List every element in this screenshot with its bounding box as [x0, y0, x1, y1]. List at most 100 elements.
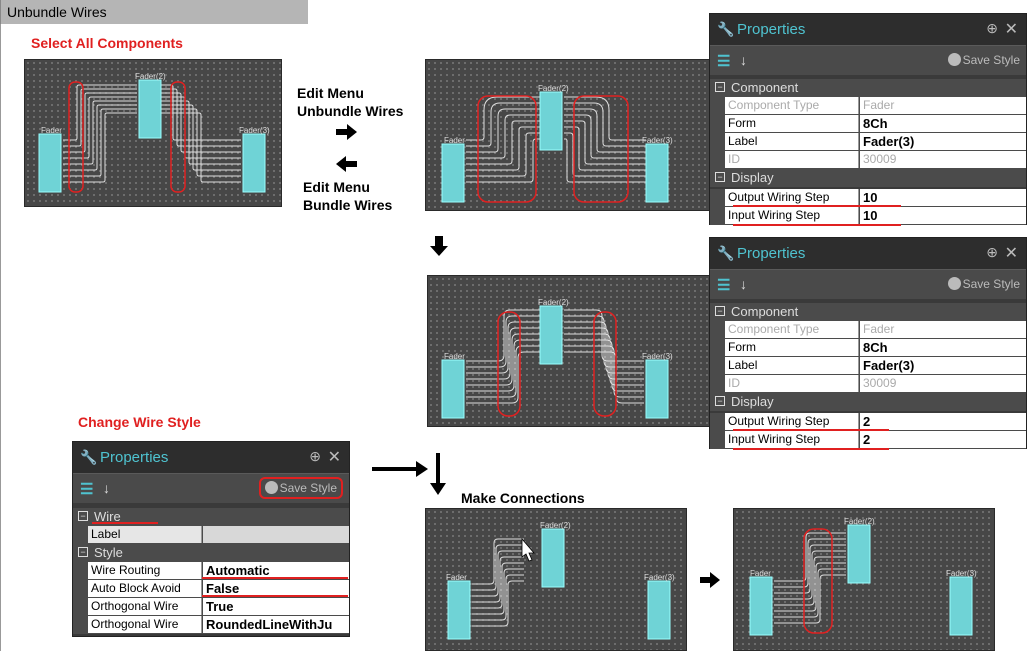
prop-row[interactable]: Label [73, 526, 349, 544]
categorized-icon[interactable]: ☰ [717, 277, 731, 294]
close-icon[interactable]: ✕ [1004, 21, 1018, 38]
user-icon [264, 481, 278, 494]
unbundle-caption: Edit Menu Unbundle Wires [297, 84, 403, 120]
close-icon[interactable]: ✕ [1004, 245, 1018, 262]
fader2-label: Fader(2) [844, 517, 875, 526]
collapse-icon[interactable]: − [715, 82, 725, 92]
right-arrow-icon-2 [700, 572, 720, 588]
bundle-line1: Edit Menu [303, 179, 370, 195]
prop-key: Label [725, 133, 859, 150]
down-arrow-icon [430, 236, 448, 256]
prop-value[interactable]: RoundedLineWithJu [203, 616, 349, 633]
bundle-caption: Edit Menu Bundle Wires [303, 178, 392, 214]
canvas-make-connections-drawing [447, 528, 671, 640]
highlight-underline [202, 577, 348, 579]
save-style-label: Save Style [279, 481, 337, 495]
prop-value[interactable] [203, 526, 349, 543]
panel-toolbar: ☰ ↓ Save Style [710, 45, 1026, 75]
section-display[interactable]: −Display [710, 169, 1026, 187]
unbundle-line2: Unbundle Wires [297, 103, 404, 119]
fader-label: Fader [444, 136, 465, 145]
save-style-button[interactable]: Save Style [947, 277, 1020, 291]
canvas-select-all[interactable]: Fader Fader(2) Fader(3) [24, 59, 282, 207]
section-component[interactable]: −Component [710, 303, 1026, 321]
panel-title: Properties [737, 21, 806, 38]
section-component[interactable]: −Component [710, 79, 1026, 97]
pin-icon[interactable]: ⊕ [309, 448, 321, 464]
canvas-connected[interactable]: Fader Fader(2) Fader(3) [733, 508, 995, 651]
right-arrow-icon [336, 124, 357, 140]
prop-key: Component Type [725, 321, 859, 338]
save-style-button[interactable]: Save Style [258, 477, 343, 499]
pin-icon[interactable]: ⊕ [986, 244, 998, 260]
section-wire[interactable]: −Wire [73, 508, 349, 526]
collapse-icon[interactable]: − [78, 511, 88, 521]
prop-value[interactable]: False [203, 580, 349, 597]
page-title-bar: Unbundle Wires [0, 0, 308, 24]
fader2-label: Fader(2) [538, 298, 569, 307]
section-style[interactable]: −Style [73, 544, 349, 562]
prop-key: Input Wiring Step [725, 431, 859, 448]
prop-value: Fader [860, 97, 1026, 114]
fader-label: Fader [750, 569, 771, 578]
sort-az-icon[interactable]: ↓ [740, 276, 747, 292]
prop-value[interactable]: 8Ch [860, 339, 1026, 356]
section-label: Component [731, 304, 799, 319]
save-style-button[interactable]: Save Style [947, 53, 1020, 67]
categorized-icon[interactable]: ☰ [80, 481, 94, 498]
canvas-unbundled-10[interactable]: Fader Fader(2) Fader(3) [425, 59, 711, 211]
section-label: Display [731, 170, 774, 185]
prop-key: ID [725, 375, 859, 392]
canvas-unbundled-2[interactable]: Fader Fader(2) Fader(3) [427, 275, 710, 427]
prop-key: Component Type [725, 97, 859, 114]
panel-title: Properties [100, 449, 169, 466]
prop-key: Form [725, 115, 859, 132]
collapse-icon[interactable]: − [715, 306, 725, 316]
prop-value[interactable]: Automatic [203, 562, 349, 579]
prop-value[interactable]: 10 [860, 207, 1026, 224]
user-icon [947, 277, 961, 290]
canvas-make-connections[interactable]: Fader Fader(2) Fader(3) [425, 508, 687, 651]
highlight-underline [733, 205, 901, 207]
section-display[interactable]: −Display [710, 393, 1026, 411]
prop-value[interactable]: Fader(3) [860, 133, 1026, 150]
prop-value[interactable]: Fader(3) [860, 357, 1026, 374]
highlight-underline [92, 522, 158, 524]
prop-value[interactable]: 8Ch [860, 115, 1026, 132]
categorized-icon[interactable]: ☰ [717, 53, 731, 70]
pin-icon[interactable]: ⊕ [986, 20, 998, 36]
prop-value[interactable]: 10 [860, 189, 1026, 206]
collapse-icon[interactable]: − [715, 172, 725, 182]
prop-value[interactable]: 2 [860, 431, 1026, 448]
close-icon[interactable]: ✕ [327, 449, 341, 466]
prop-value[interactable]: 2 [860, 413, 1026, 430]
long-down-arrow-icon [430, 453, 446, 495]
collapse-icon[interactable]: − [715, 396, 725, 406]
canvas-unbundled-2-drawing [441, 305, 669, 419]
section-label: Display [731, 394, 774, 409]
panel-toolbar: ☰ ↓ Save Style [73, 473, 349, 503]
wrench-icon: 🔧 [717, 21, 735, 37]
prop-value[interactable]: True [203, 598, 349, 615]
fader-label: Fader [446, 573, 467, 582]
sort-az-icon[interactable]: ↓ [103, 480, 110, 496]
panel-header: 🔧 Properties ⊕ ✕ [73, 442, 349, 473]
collapse-icon[interactable]: − [78, 547, 88, 557]
sort-az-icon[interactable]: ↓ [740, 52, 747, 68]
